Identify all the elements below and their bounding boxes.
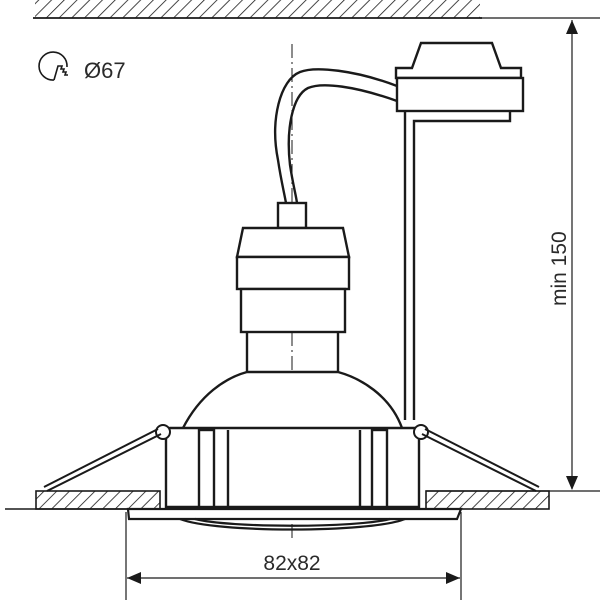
- connection-cable: [274, 68, 398, 204]
- spring-clips: [43, 424, 540, 492]
- fixture-housing: [164, 426, 421, 509]
- ceiling-slab-top: [33, 0, 482, 19]
- false-ceiling-panel: [5, 490, 600, 510]
- lamp-reflector: [181, 370, 404, 429]
- cutout-diameter-label: Ø67: [84, 58, 126, 83]
- hole-saw-icon: [38, 51, 68, 81]
- frame-size-label: 82x82: [263, 552, 320, 575]
- terminal-block: [394, 41, 525, 420]
- height-dimension: min 150: [480, 17, 600, 490]
- width-dimension: 82x82: [125, 512, 462, 600]
- trim-frame: [126, 507, 463, 521]
- min-height-label: min 150: [548, 231, 571, 306]
- glass-diffuser: [179, 517, 406, 531]
- lamp-socket: [235, 201, 351, 372]
- cutout-info: Ø67: [38, 51, 126, 83]
